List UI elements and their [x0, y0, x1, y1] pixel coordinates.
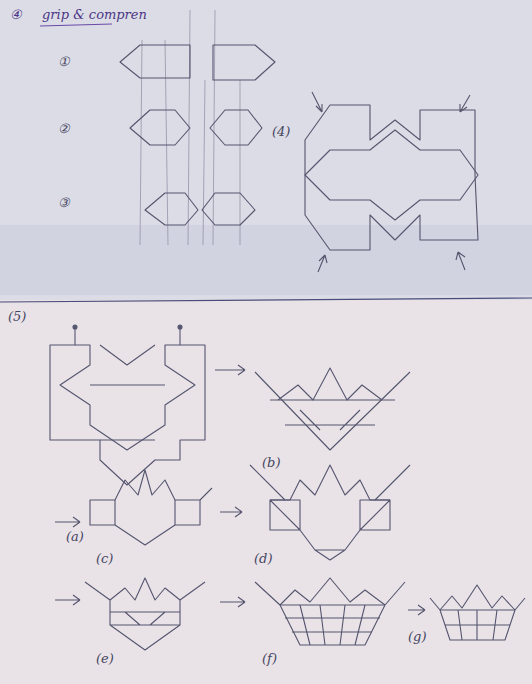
divider: [0, 298, 532, 302]
callout-number: ③: [58, 196, 70, 209]
callout-number: (d): [254, 552, 272, 565]
callout-number: (5): [8, 310, 26, 323]
heading: grip & compren: [42, 8, 147, 21]
callout-number: (g): [408, 630, 426, 643]
callout-number: (c): [96, 552, 113, 565]
underline: [40, 24, 112, 26]
callout-number: ②: [58, 122, 70, 135]
callout-number: (4): [272, 125, 290, 138]
callout-number: (f): [262, 652, 277, 665]
callout-number: (b): [262, 456, 280, 469]
paper-band: [0, 0, 532, 300]
callout-number: (e): [96, 652, 114, 665]
callout-number: ①: [58, 55, 70, 68]
paper-shadow: [0, 225, 532, 295]
pencil-drawing: [50, 10, 525, 650]
callout-number: (a): [66, 530, 84, 543]
heading: ④: [10, 8, 22, 21]
